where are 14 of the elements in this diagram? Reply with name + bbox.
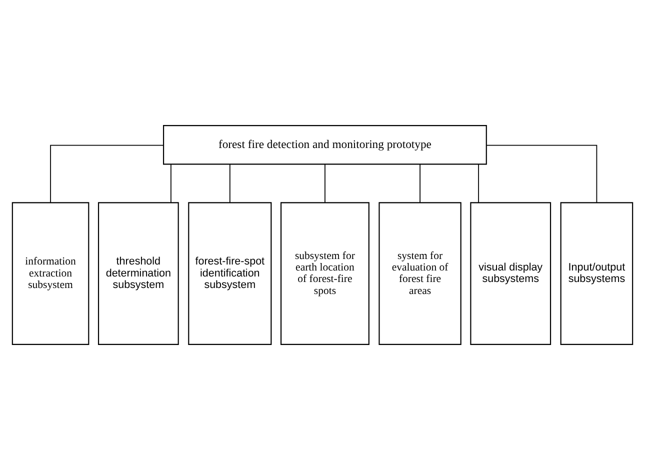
connector [324, 163, 326, 202]
node-box: system for evaluation of forest fire areas [378, 202, 462, 344]
connector [486, 144, 598, 203]
node-box: threshold determination subsystem [98, 202, 179, 344]
node-box: information extraction subsystem [12, 202, 90, 344]
connector [50, 144, 164, 203]
connector [478, 163, 479, 202]
node-box: visual display subsystems [470, 202, 552, 344]
connector [170, 163, 172, 202]
node-box: forest-fire-spot identification subsystem [188, 202, 272, 344]
node-box: Input/output subsystems [560, 202, 634, 344]
node-box: subsystem for earth location of forest-fire spots [280, 202, 370, 344]
connector [229, 163, 230, 202]
node-box: forest fire detection and monitoring prototype [163, 124, 487, 164]
